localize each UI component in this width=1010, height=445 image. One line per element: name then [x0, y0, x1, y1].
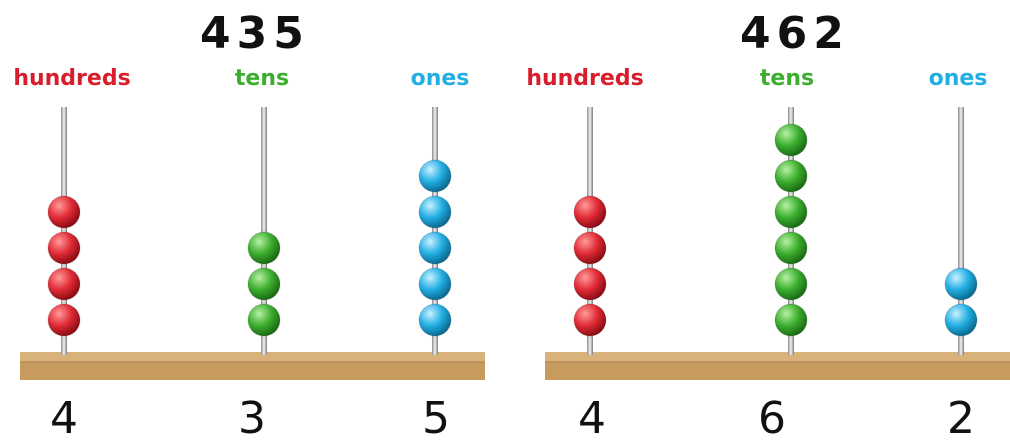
bead-ones	[418, 195, 452, 229]
column-label-ones: ones	[410, 66, 470, 91]
rod-ones	[432, 107, 438, 355]
bead-tens	[247, 303, 281, 337]
bead-tens	[247, 231, 281, 265]
bead-tens	[247, 267, 281, 301]
bead-hundreds	[573, 231, 607, 265]
bead-hundreds	[47, 195, 81, 229]
rod-ones	[958, 107, 964, 355]
column-label-ones: ones	[928, 66, 988, 91]
digit-tens: 3	[238, 393, 266, 444]
bead-hundreds	[47, 267, 81, 301]
bead-ones	[418, 159, 452, 193]
digit-ones: 5	[422, 393, 450, 444]
rod-hundreds	[587, 107, 593, 355]
column-label-hundreds: hundreds	[13, 66, 131, 91]
bead-ones	[944, 303, 978, 337]
column-label-tens: tens	[759, 66, 815, 91]
bead-ones	[418, 267, 452, 301]
bead-hundreds	[573, 303, 607, 337]
digit-hundreds: 4	[50, 393, 78, 444]
rod-tens	[788, 107, 794, 355]
abacus-435: 435 hundreds tens ones 4 3 5	[13, 8, 485, 444]
digit-hundreds: 4	[578, 393, 606, 444]
digit-ones: 2	[947, 393, 975, 444]
bead-tens	[774, 159, 808, 193]
bead-ones	[418, 303, 452, 337]
bead-tens	[774, 231, 808, 265]
bead-hundreds	[573, 267, 607, 301]
column-label-tens: tens	[234, 66, 290, 91]
bead-ones	[418, 231, 452, 265]
wooden-base	[545, 352, 1010, 380]
rod-tens	[261, 107, 267, 355]
abacus-number: 435	[200, 8, 310, 59]
rod-hundreds	[61, 107, 67, 355]
abacus-frame	[20, 107, 485, 380]
bead-hundreds	[47, 303, 81, 337]
bead-ones	[944, 267, 978, 301]
bead-tens	[774, 123, 808, 157]
abacus-frame	[545, 107, 1010, 380]
abacus-462: 462 hundreds tens ones 4 6 2	[505, 0, 1010, 445]
column-label-hundreds: hundreds	[526, 66, 644, 91]
wooden-base	[20, 352, 485, 380]
bead-tens	[774, 303, 808, 337]
bead-tens	[774, 267, 808, 301]
digit-tens: 6	[758, 393, 786, 444]
bead-tens	[774, 195, 808, 229]
abacus-number: 462	[740, 8, 850, 59]
bead-hundreds	[573, 195, 607, 229]
bead-hundreds	[47, 231, 81, 265]
